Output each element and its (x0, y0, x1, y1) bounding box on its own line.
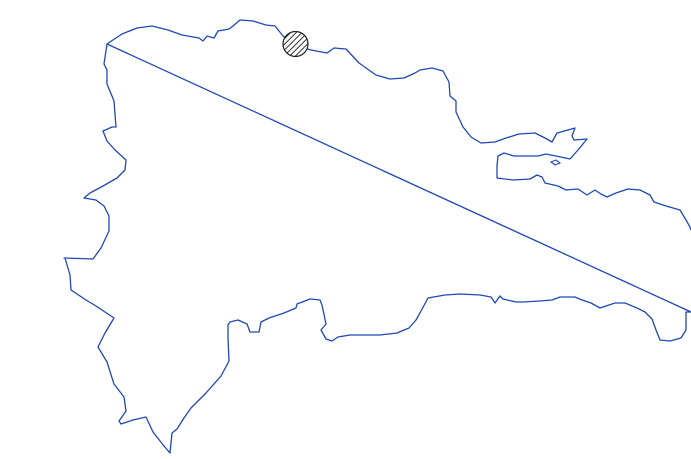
small-island (549, 159, 562, 166)
location-marker (282, 30, 309, 58)
country-outline (106, 19, 691, 231)
southern-coast-outline (63, 43, 691, 454)
